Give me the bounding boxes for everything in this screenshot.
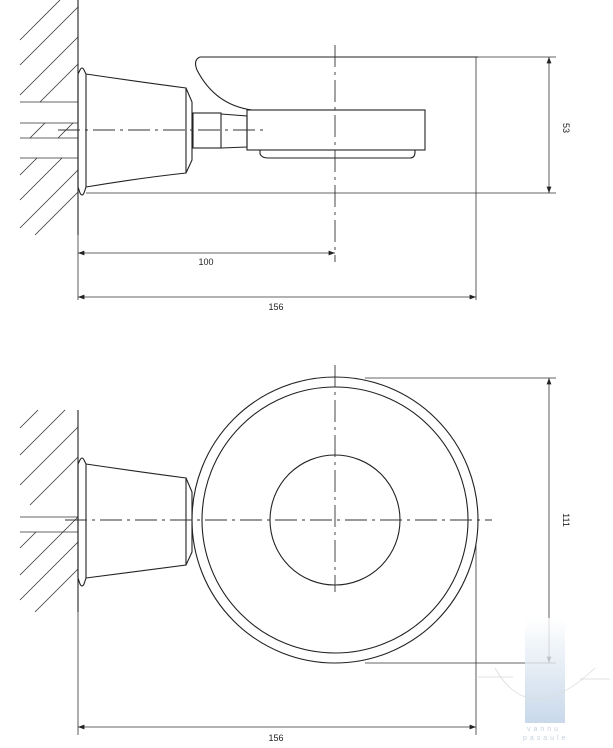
soap-dish — [194, 56, 478, 159]
watermark-logo: vannu pasaule — [478, 618, 610, 742]
wall-mount-flange — [77, 67, 248, 196]
dimension-label-156: 156 — [268, 733, 283, 743]
watermark-text-1: vannu — [527, 726, 561, 733]
side-view: 53 100 156 — [19, 0, 571, 312]
watermark-text-2: pasaule — [523, 735, 569, 742]
dimension-label-156: 156 — [268, 302, 283, 312]
wall-hatching — [19, 409, 79, 613]
wall-mount-flange — [77, 457, 193, 587]
dimension-label-111: 111 — [561, 513, 571, 527]
dimension-height: 53 — [86, 56, 571, 194]
dimension-diameter: 111 — [365, 377, 571, 664]
top-view: 111 156 — [19, 365, 571, 743]
dimension-overall-length: 156 — [77, 545, 477, 743]
dimension-label-53: 53 — [561, 123, 571, 133]
dimension-label-100: 100 — [198, 257, 213, 267]
wall-hatching — [19, 0, 79, 236]
dimension-overall-length: 156 — [78, 57, 477, 312]
dimension-wall-to-center: 100 — [77, 235, 335, 300]
